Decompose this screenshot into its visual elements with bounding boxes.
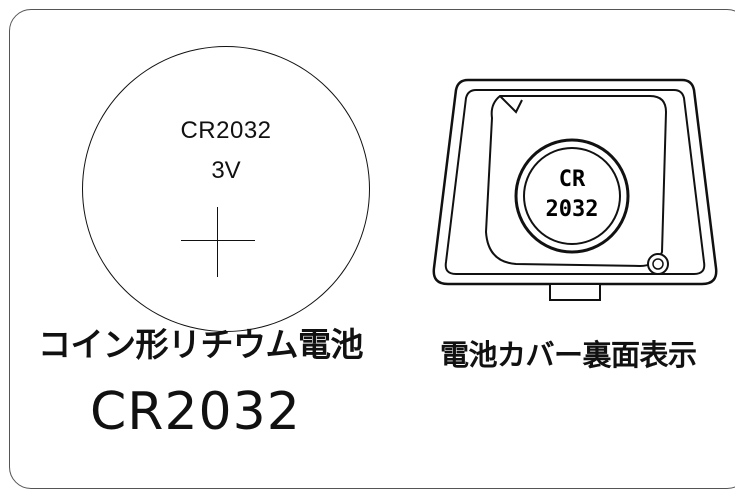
plus-sign-horizontal — [181, 240, 255, 241]
screw-hole — [647, 253, 669, 275]
plus-sign-vertical — [217, 207, 218, 277]
coin-battery-illustration: CR2032 3V — [82, 46, 370, 332]
badge-text-line1: CR — [559, 167, 586, 192]
badge-text-line2: 2032 — [546, 197, 599, 222]
cover-bottom-tab — [549, 283, 601, 301]
coin-model-text: CR2032 — [180, 117, 272, 144]
coin-voltage-text: 3V — [211, 157, 241, 184]
compartment-notch — [499, 95, 523, 114]
battery-cover-illustration: CR 2032 — [432, 78, 718, 301]
coin-battery-label: コイン形リチウム電池 — [38, 325, 364, 364]
cover-back-label: 電池カバー裏面表示 — [440, 338, 697, 372]
coin-code-label: CR2032 — [90, 382, 301, 442]
badge-inner-ring — [523, 147, 621, 245]
